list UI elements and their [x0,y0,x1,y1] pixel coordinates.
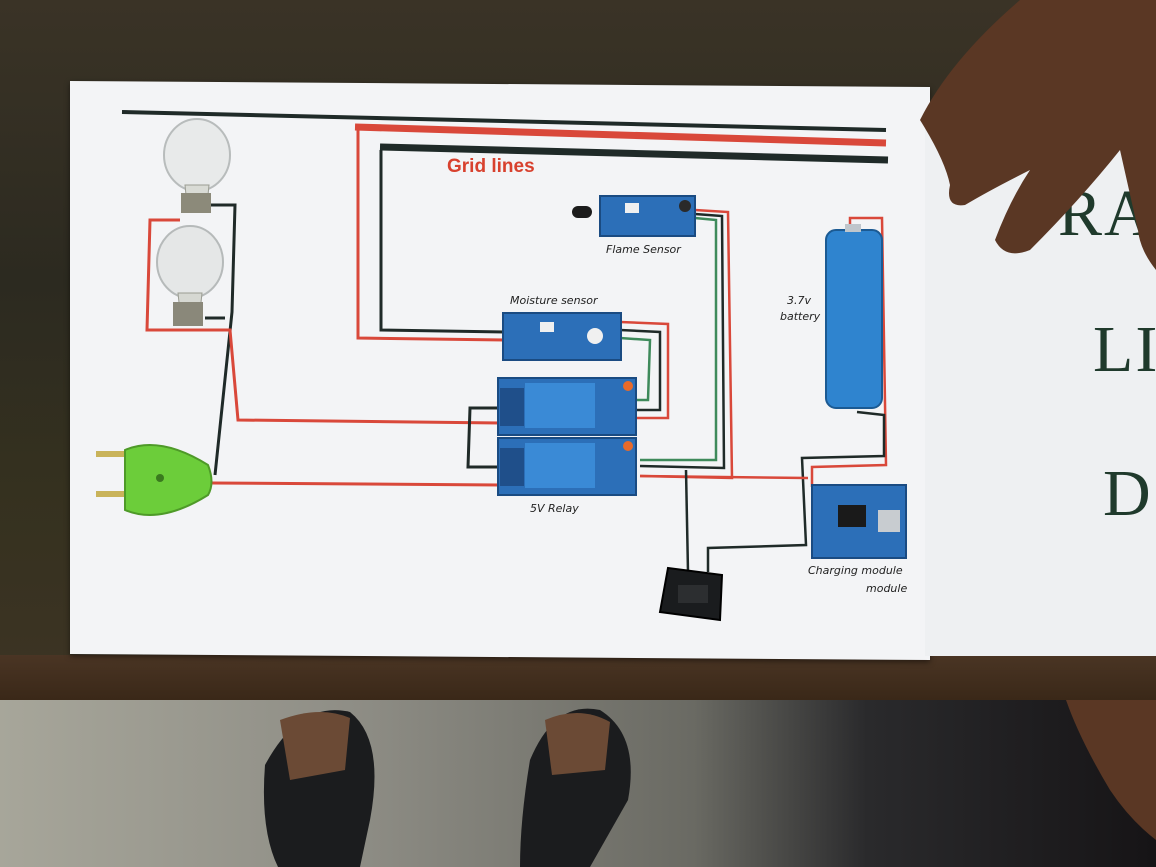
foot-left [263,710,375,867]
title-letters-3: D [1103,457,1153,530]
flame-sensor-label: Flame Sensor [606,243,681,256]
battery-icon [825,224,883,409]
switch-wire [684,469,690,573]
flame-sensor-module [572,195,696,237]
relay-module-1 [497,377,637,436]
flame-black-wire [639,212,726,470]
battery-label-line2: battery [780,310,821,323]
grid-line-red [354,123,887,147]
rocker-switch-icon [658,566,724,622]
bulb-red-wire [145,218,501,425]
plug-red-wire [211,481,501,487]
light-bulb-1-icon [163,118,231,213]
moisture-black-wire [619,328,662,412]
hand-bottom-right [1066,700,1156,840]
battery-black-wire [706,410,886,572]
top-border-line [121,110,887,132]
grid-line-black [379,143,889,164]
foot-right [520,708,631,867]
charging-module-label: Charging module [808,564,903,577]
relay-label: 5V Relay [530,502,579,515]
table-edge [0,655,1156,700]
relay-charge-wire [639,474,809,480]
moisture-red-wire [619,320,670,420]
moisture-sensor-label: Moisture sensor [510,294,598,307]
charging-module [811,484,907,559]
charging-module-label-2: module [866,582,908,595]
power-plug-icon [96,444,213,516]
battery-red-wire [810,216,888,487]
bulb-black-wire [205,203,237,476]
relay-module-2 [497,437,637,496]
battery-label-line1: 3.7v [787,294,812,307]
grid-lines-label: Grid lines [447,156,535,177]
moisture-sensor-module [502,312,622,361]
relay-loop-wire [466,406,500,469]
flame-green-wire [640,216,718,462]
title-letters-2: LI [1093,313,1156,386]
hand-top-right [920,0,1156,270]
black-wire-grid [379,150,506,334]
light-bulb-2-icon [156,225,224,326]
moisture-green-wire [619,336,652,402]
red-wire-grid [356,130,506,342]
